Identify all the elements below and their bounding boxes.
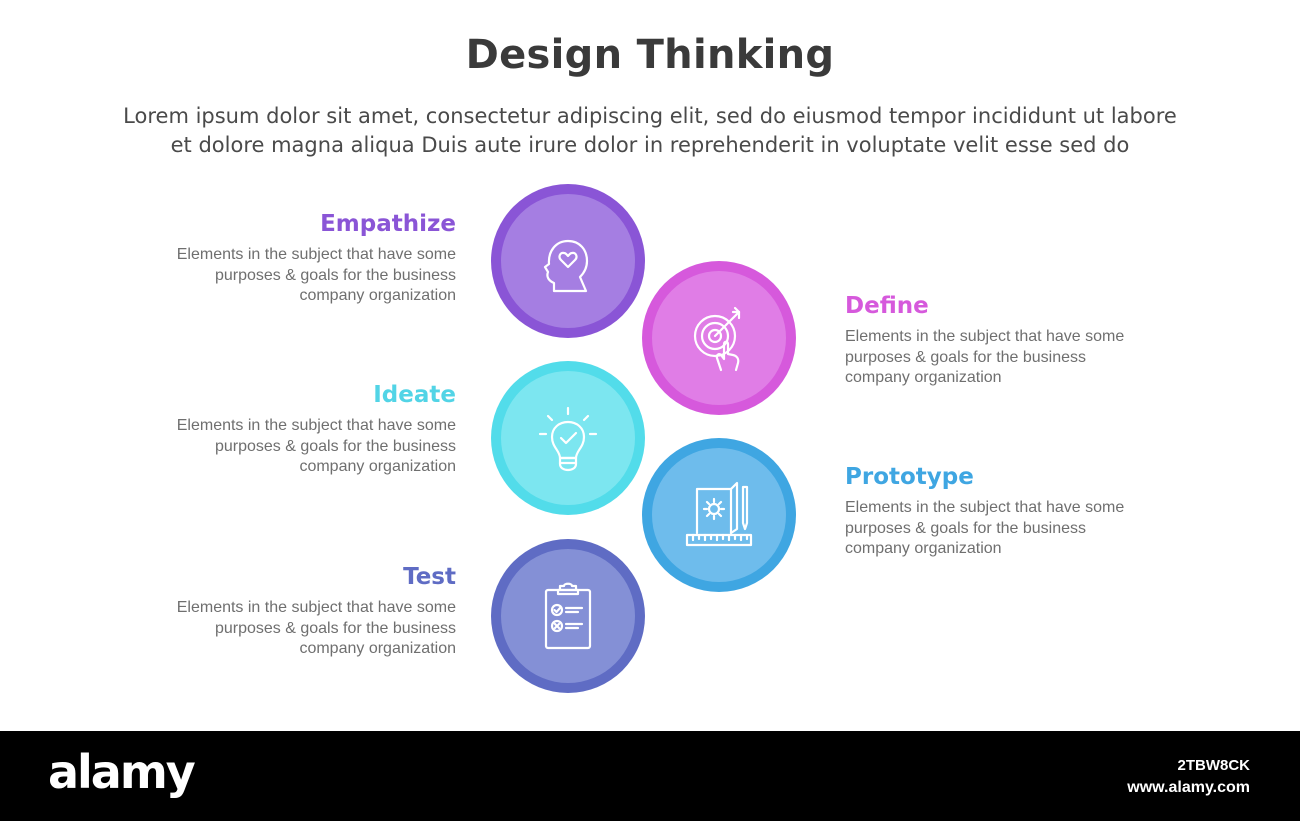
step-prototype-description: Elements in the subject that have some p… xyxy=(845,498,1145,560)
empathize-circle-inner xyxy=(501,194,635,328)
step-test-description: Elements in the subject that have some p… xyxy=(156,598,456,660)
site-url: www.alamy.com xyxy=(1127,779,1250,796)
desc-line: company organization xyxy=(845,369,1002,386)
alamy-logo: alamy xyxy=(48,745,196,799)
lightbulb-check-icon xyxy=(538,406,598,472)
desc-line: Elements in the subject that have some xyxy=(176,599,456,616)
desc-line: company organization xyxy=(299,640,456,657)
define-circle-inner xyxy=(652,271,786,405)
page-title: Design Thinking xyxy=(465,32,835,78)
desc-line: purposes & goals for the business xyxy=(845,348,1087,366)
head-heart-icon xyxy=(543,239,589,293)
desc-line: Elements in the subject that have some xyxy=(176,246,456,263)
desc-line: company organization xyxy=(299,287,456,304)
watermark-footer: alamy 2TBW8CK www.alamy.com xyxy=(0,731,1300,821)
step-ideate-description: Elements in the subject that have some p… xyxy=(156,416,456,478)
test-circle xyxy=(491,539,645,693)
prototype-circle xyxy=(642,438,796,592)
clipboard-checklist-icon xyxy=(544,582,592,650)
step-test-title: Test xyxy=(403,564,456,590)
step-empathize-description: Elements in the subject that have some p… xyxy=(156,245,456,307)
ideate-circle-inner xyxy=(501,371,635,505)
test-circle-inner xyxy=(501,549,635,683)
page-subtitle: Lorem ipsum dolor sit amet, consectetur … xyxy=(40,102,1260,160)
step-empathize: Empathize Elements in the subject that h… xyxy=(156,209,456,307)
desc-line: purposes & goals for the business xyxy=(214,619,456,637)
step-ideate: Ideate Elements in the subject that have… xyxy=(156,380,456,478)
empathize-circle xyxy=(491,184,645,338)
desc-line: purposes & goals for the business xyxy=(214,437,456,455)
desc-line: Elements in the subject that have some xyxy=(176,417,456,434)
step-define-description: Elements in the subject that have some p… xyxy=(845,327,1145,389)
desc-line: purposes & goals for the business xyxy=(214,266,456,284)
step-define-title: Define xyxy=(845,293,929,319)
desc-line: Elements in the subject that have some xyxy=(845,499,1125,516)
desc-line: company organization xyxy=(845,540,1002,557)
step-prototype: Prototype Elements in the subject that h… xyxy=(845,462,1145,560)
step-empathize-title: Empathize xyxy=(320,211,456,237)
step-test: Test Elements in the subject that have s… xyxy=(156,562,456,660)
step-ideate-title: Ideate xyxy=(373,382,456,408)
define-circle xyxy=(642,261,796,415)
ideate-circle xyxy=(491,361,645,515)
blueprint-ruler-pencil-icon xyxy=(685,481,753,547)
step-prototype-title: Prototype xyxy=(845,464,974,490)
subtitle-line-1: Lorem ipsum dolor sit amet, consectetur … xyxy=(123,104,1177,128)
step-define: Define Elements in the subject that have… xyxy=(845,291,1145,389)
image-id: 2TBW8CK xyxy=(1177,757,1250,774)
subtitle-line-2: et dolore magna aliqua Duis aute irure d… xyxy=(170,133,1130,157)
prototype-circle-inner xyxy=(652,448,786,582)
desc-line: Elements in the subject that have some xyxy=(845,328,1125,345)
target-arrow-hand-icon xyxy=(693,306,741,372)
image-credit: 2TBW8CK www.alamy.com xyxy=(1127,755,1250,799)
desc-line: company organization xyxy=(299,458,456,475)
desc-line: purposes & goals for the business xyxy=(845,519,1087,537)
